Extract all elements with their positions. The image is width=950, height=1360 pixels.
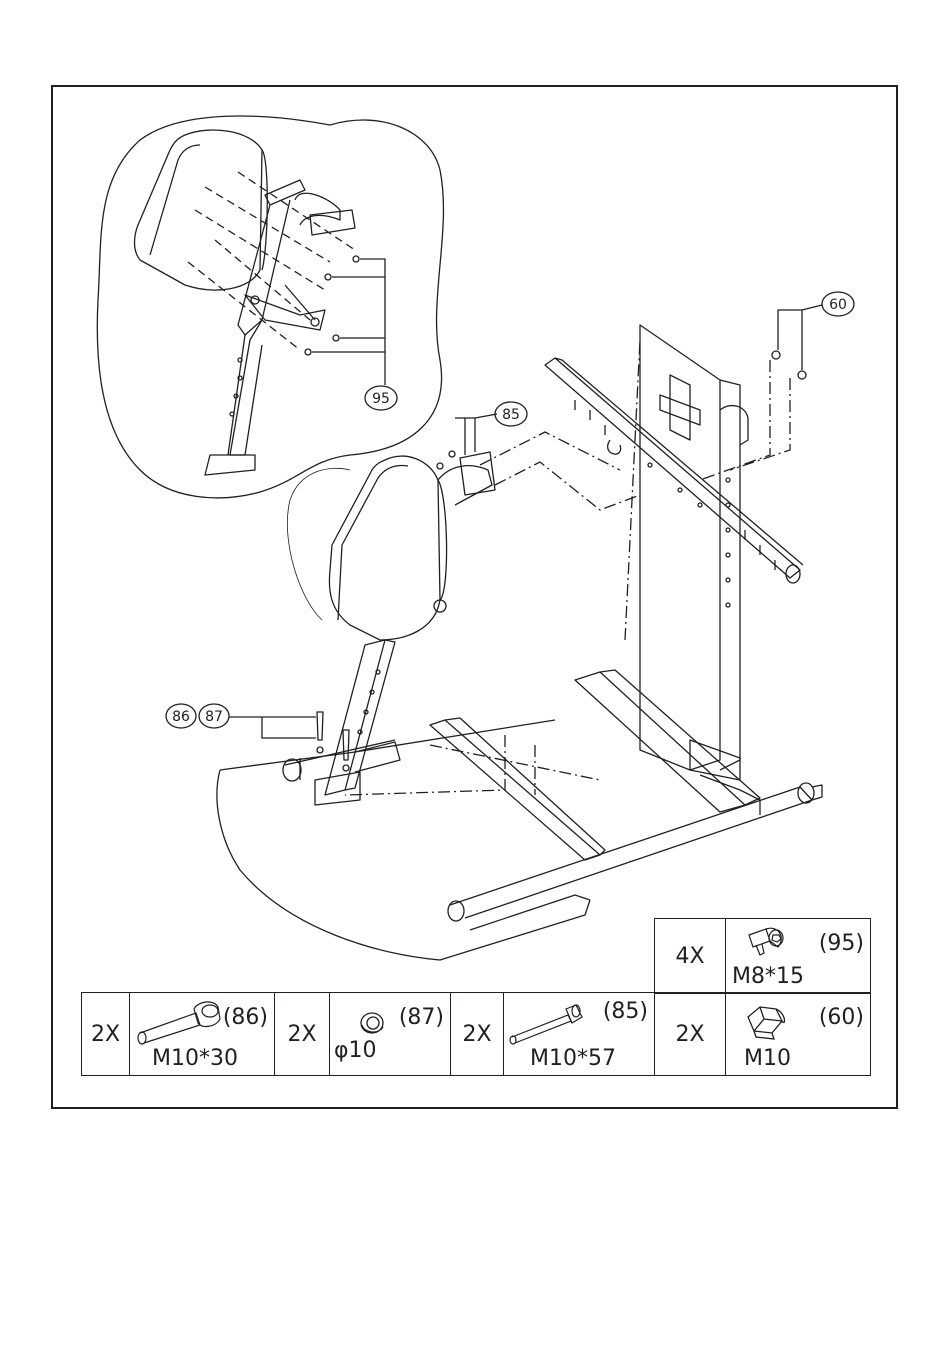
part-87-cell: (87) φ10 <box>330 993 451 1076</box>
long-bolt-icon <box>508 1001 588 1047</box>
part-86-spec: M10*30 <box>152 1046 238 1071</box>
hardware-table-top: 4X (95) M8*15 <box>654 918 871 994</box>
upright-column <box>640 325 760 815</box>
part-85-spec: M10*57 <box>530 1046 616 1071</box>
part-95-cell: (95) M8*15 <box>726 919 871 994</box>
seat-pad <box>287 456 446 640</box>
base-cross-tube <box>448 783 822 921</box>
part-86-number: (86) <box>223 1005 268 1030</box>
part-60-spec: M10 <box>744 1046 791 1071</box>
qty-86: 2X <box>82 993 130 1076</box>
detail-screws <box>305 256 359 355</box>
part-85-cell: (85) M10*57 <box>504 993 655 1076</box>
part-87-number: (87) <box>399 1005 444 1030</box>
part-95-number: (95) <box>819 931 864 956</box>
seat-post <box>315 640 395 805</box>
part-86-cell: (86) M10*30 <box>130 993 275 1076</box>
leader-60 <box>778 305 822 370</box>
socket-bolt-icon <box>744 927 794 963</box>
callout-85: 85 <box>502 407 520 423</box>
part-95-spec: M8*15 <box>732 964 804 989</box>
hardware-table-bottom: 2X (86) M10*30 2X <box>81 992 871 1076</box>
qty-95: 4X <box>655 919 726 994</box>
seat-bracket <box>437 451 495 505</box>
qty-85: 2X <box>451 993 504 1076</box>
detail-cloud <box>97 116 443 498</box>
detail-pad <box>135 130 268 290</box>
floor-plate <box>217 720 590 960</box>
nuts-60 <box>772 351 806 379</box>
hex-bolt-icon <box>136 999 226 1045</box>
base-rails <box>430 670 760 860</box>
handle-bar <box>545 358 803 583</box>
part-87-spec: φ10 <box>334 1038 377 1063</box>
detail-dashes <box>188 172 355 350</box>
detail-post <box>205 180 355 475</box>
part-85-number: (85) <box>603 999 648 1024</box>
part-60-number: (60) <box>819 1005 864 1030</box>
leader-85 <box>455 414 497 455</box>
qty-60: 2X <box>655 993 726 1076</box>
callout-87: 87 <box>205 709 223 725</box>
callout-60: 60 <box>829 297 847 313</box>
callout-86: 86 <box>172 709 190 725</box>
leader-95 <box>312 259 385 385</box>
part-60-cell: (60) M10 <box>726 993 871 1076</box>
cap-nut-icon <box>742 1003 788 1043</box>
callout-95: 95 <box>372 391 390 407</box>
qty-87: 2X <box>275 993 330 1076</box>
washer-icon <box>358 1009 388 1037</box>
leader-86-87 <box>229 717 316 738</box>
